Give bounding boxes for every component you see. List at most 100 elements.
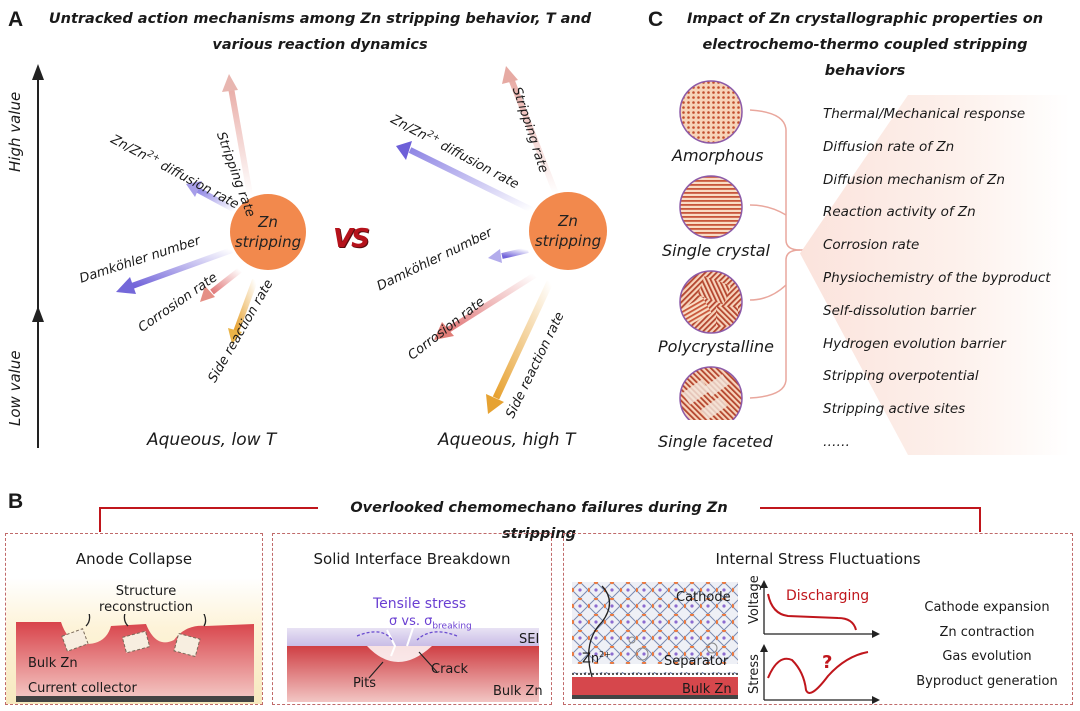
high-t-side-reaction-arrowhead: [486, 394, 504, 414]
high-t-stripping-rate-arrow: [507, 74, 559, 196]
low-t-diffusion-arrow: [196, 187, 237, 213]
structure-reconstruction-label: Structure reconstruction: [99, 584, 193, 615]
anode-collapse-title: Anode Collapse: [75, 550, 193, 568]
property-item: Reaction activity of Zn: [823, 204, 976, 221]
pits-label: Pits: [353, 676, 377, 691]
current-collector-label: Current collector: [28, 681, 137, 696]
caption-high-t: Aqueous, high T: [438, 430, 576, 450]
property-item: Hydrogen evolution barrier: [823, 335, 1006, 352]
low-t-diffusion-arrowhead: [186, 181, 202, 197]
panel-b-title: Overlooked chemomechano failures during …: [350, 500, 728, 542]
sei-label: SEI: [519, 632, 540, 647]
property-list: Thermal/Mechanical response Diffusion ra…: [823, 106, 1051, 454]
crystal-label-single-crystal: Single crystal: [662, 241, 770, 260]
voltage-axis-label: Voltage: [747, 575, 762, 624]
panel-b-bracket-left: [99, 507, 318, 532]
property-item: Stripping overpotential: [823, 368, 979, 385]
solid-interface-illustration: [287, 627, 539, 702]
property-item: Self-dissolution barrier: [823, 302, 976, 319]
discharging-label: Discharging: [786, 588, 870, 604]
panel-a-title: Untracked action mechanisms among Zn str…: [40, 6, 600, 58]
question-mark: ?: [822, 652, 833, 673]
stress-effect-item: Zn contraction: [939, 624, 1035, 640]
separator-label: Separator: [664, 654, 729, 669]
high-t-corrosion-arrow: [446, 272, 537, 333]
panel-c-title-line1: Impact of Zn crystallographic properties…: [686, 11, 1044, 27]
sigma-label: σ vs. σbreaking: [389, 614, 472, 632]
property-item: Stripping active sites: [823, 401, 966, 418]
low-t-damkohler-arrow: [130, 247, 234, 289]
low-t-damkohler-arrowhead: [116, 277, 136, 294]
panel-b-letter: B: [8, 490, 24, 513]
zn-stripping-circle-low-t: Zn stripping: [230, 194, 306, 270]
property-item: Corrosion rate: [823, 237, 920, 254]
zn-label: Zn: [558, 212, 578, 230]
stripping-label: stripping: [534, 232, 602, 250]
property-item: Diffusion rate of Zn: [823, 138, 955, 155]
cathode-label: Cathode: [676, 590, 731, 605]
panel-c-bracket: [749, 109, 806, 251]
solid-interface-title: Solid Interface Breakdown: [313, 550, 511, 568]
zn-label: Zn: [258, 213, 278, 231]
anode-collapse-illustration: [16, 614, 254, 702]
zn-stripping-circle-high-t: Zn stripping: [529, 192, 607, 270]
stress-effect-item: Byproduct generation: [916, 673, 1058, 689]
panel-a-title-line2: various reaction dynamics: [212, 37, 428, 53]
axis-high-label: High value: [6, 91, 24, 172]
high-t-diffusion-arrowhead: [396, 141, 412, 160]
high-t-damkohler-arrow: [501, 247, 529, 259]
low-t-stripping-rate-arrow: [227, 81, 253, 196]
crystal-icons: [679, 80, 743, 420]
panel-c-bracket-poly: [749, 284, 787, 301]
stress-effect-item: Cathode expansion: [924, 600, 1050, 615]
panel-c-letter: C: [648, 8, 664, 31]
value-axis-mid-arrowhead: [32, 306, 44, 322]
internal-stress-box: Internal Stress Fluctuations Cathode Zn2…: [563, 533, 1073, 705]
single-crystal-icon: [679, 175, 743, 239]
high-t-side-reaction-arrow: [492, 280, 554, 400]
caption-low-t: Aqueous, low T: [147, 430, 277, 450]
low-t-corrosion-arrowhead: [200, 286, 215, 302]
stress-effect-item: Gas evolution: [942, 649, 1032, 664]
high-t-damkohler-arrowhead: [488, 249, 502, 263]
tensile-stress-label: Tensile stress: [373, 596, 467, 612]
stress-axis-label: Stress: [747, 654, 762, 694]
high-t-diffusion-arrow: [408, 147, 534, 213]
anode-bulk-zn-label: Bulk Zn: [28, 656, 78, 671]
crack-label: Crack: [431, 662, 469, 677]
internal-stress-title: Internal Stress Fluctuations: [715, 550, 921, 568]
voltage-stress-plots: [760, 580, 880, 704]
zn-ion-label: Zn2+: [582, 650, 611, 667]
panel-c-bracket-single: [749, 204, 787, 216]
interface-bulk-zn-label: Bulk Zn: [493, 684, 543, 699]
panel-a-title-line1: Untracked action mechanisms among Zn str…: [48, 11, 592, 27]
panel-c-bracket-lower: [749, 249, 801, 399]
high-t-corrosion-arrowhead: [434, 322, 454, 340]
cathode-illustration: [572, 582, 738, 699]
amorphous-icon: [679, 80, 743, 144]
anode-collapse-box: Anode Collapse Structure reconstruction …: [5, 533, 263, 705]
panel-b-bracket-right: [760, 507, 981, 532]
polycrystalline-icon: [680, 271, 742, 333]
panel-c-title: Impact of Zn crystallographic properties…: [660, 6, 1070, 84]
axis-low-label: Low value: [6, 350, 24, 426]
crystal-label-amorphous: Amorphous: [672, 146, 764, 165]
property-item: Physiochemistry of the byproduct: [823, 269, 1051, 286]
low-t-side-reaction-arrowhead: [228, 328, 242, 344]
cathode-bulk-zn-label: Bulk Zn: [682, 682, 732, 697]
value-axis-top-arrowhead: [32, 64, 44, 80]
stripping-label: stripping: [234, 233, 302, 251]
low-t-corrosion-arrow: [210, 267, 242, 295]
panel-c-title-line2: electrochemo-thermo coupled stripping be…: [702, 37, 1028, 79]
crystal-label-single-faceted: Single faceted: [658, 432, 773, 451]
stress-effects-list: Cathode expansion Zn contraction Gas evo…: [904, 600, 1070, 698]
property-item: Diffusion mechanism of Zn: [823, 171, 1005, 188]
low-t-stripping-rate-arrowhead: [222, 74, 238, 92]
single-faceted-icon: [680, 367, 742, 420]
crystal-label-polycrystalline: Polycrystalline: [658, 337, 774, 356]
low-t-side-reaction-arrow: [233, 278, 258, 334]
solid-interface-box: Solid Interface Breakdown Tensile stress…: [272, 533, 552, 705]
property-item: Thermal/Mechanical response: [823, 106, 1026, 122]
high-t-stripping-rate-arrowhead: [502, 66, 518, 84]
